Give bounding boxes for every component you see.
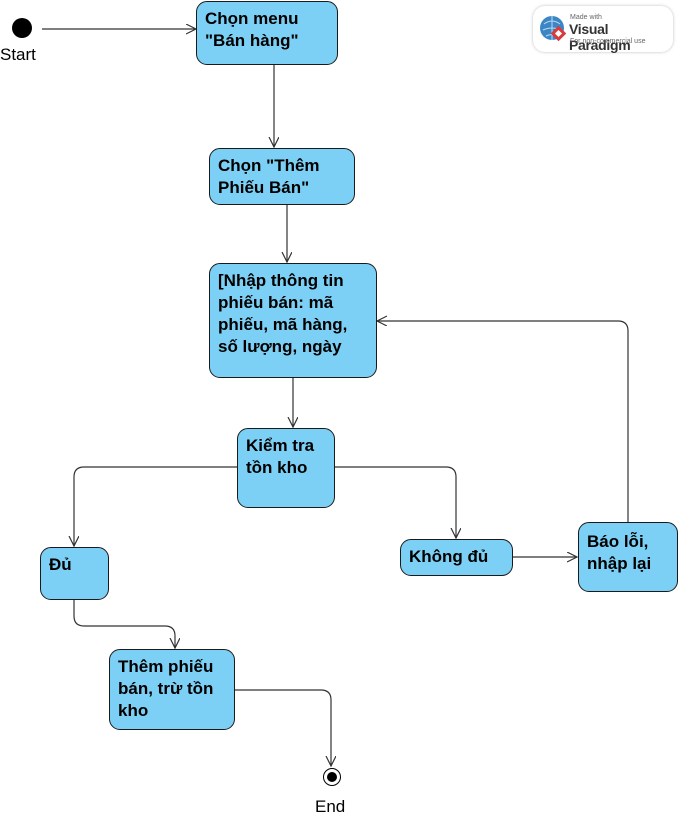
node-bao-loi: Báo lỗi, nhập lại: [578, 522, 678, 592]
badge-note: For non-commercial use: [570, 38, 646, 45]
node-nhap-thong-tin: [Nhập thông tin phiếu bán: mã phiếu, mã …: [209, 263, 377, 378]
badge-brand: Visual Paradigm: [569, 21, 631, 53]
badge-made-with: Made with: [570, 14, 602, 21]
edge-them-phieu-ban-to-end: [235, 689, 331, 766]
node-kiem-tra-ton-kho: Kiểm tra tồn kho: [237, 428, 335, 508]
node-chon-them-phieu: Chọn "Thêm Phiếu Bán": [209, 148, 355, 205]
node-chon-menu: Chọn menu "Bán hàng": [196, 1, 338, 65]
edge-kiem-tra-to-khong-du: [335, 466, 456, 538]
start-label: Start: [0, 45, 36, 64]
start-node: [12, 18, 32, 38]
edge-du-to-them-phieu-ban: [73, 600, 175, 648]
end-node: [323, 768, 341, 786]
node-them-phieu-ban: Thêm phiếu bán, trừ tồn kho: [109, 649, 235, 730]
end-label: End: [315, 797, 346, 816]
edge-kiem-tra-to-du: [74, 466, 237, 546]
node-du: Đủ: [40, 547, 109, 600]
edge-bao-loi-to-nhap: [377, 321, 629, 522]
visual-paradigm-logo-icon: [540, 16, 567, 42]
node-khong-du: Không đủ: [400, 539, 513, 576]
visual-paradigm-badge: Made with Visual Paradigm For non-commer…: [533, 6, 673, 53]
